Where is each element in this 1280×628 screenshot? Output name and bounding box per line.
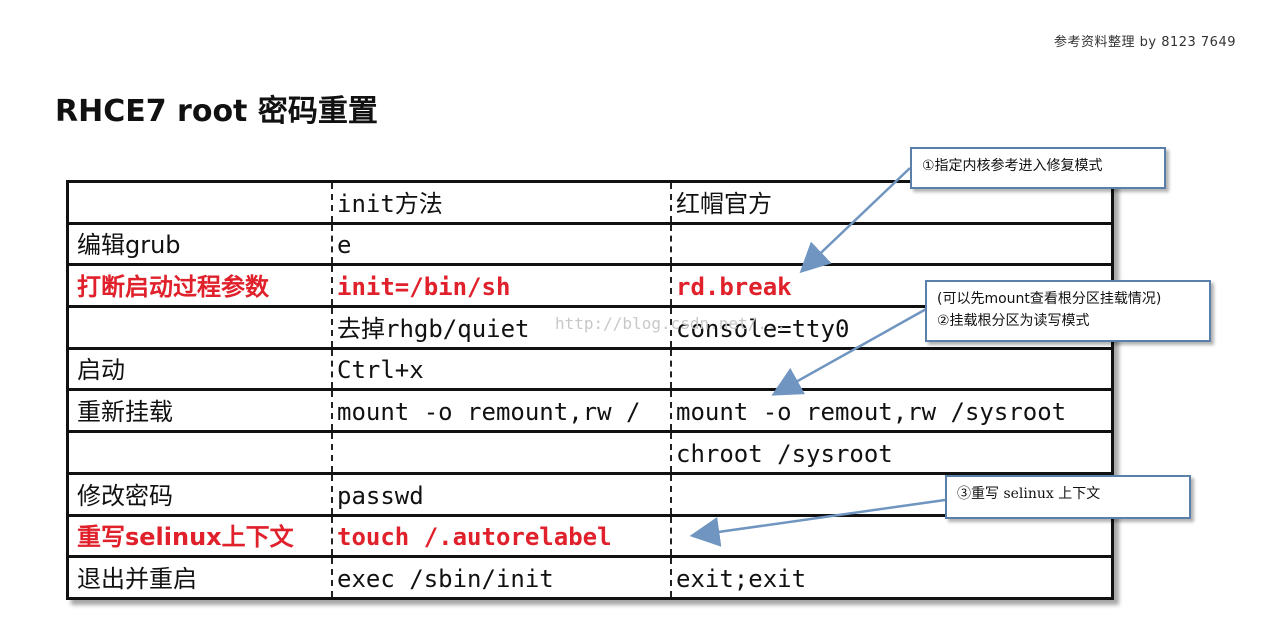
table-row: chroot /sysroot [69, 430, 1111, 474]
callout-3: ③重写 selinux 上下文 [945, 475, 1191, 519]
table-cell: 去掉rhgb/quiet [331, 305, 671, 349]
table-cell [670, 513, 1111, 557]
table-cell: 打断启动过程参数 [69, 263, 332, 307]
table-cell: mount -o remout,rw /sysroot [670, 388, 1111, 432]
table-cell: e [331, 221, 671, 265]
table-cell: mount -o remount,rw / [331, 388, 671, 432]
callout-1: ①指定内核参考进入修复模式 [910, 147, 1166, 189]
header-note: 参考资料整理 by 8123 7649 [1053, 35, 1236, 50]
table-cell [69, 305, 332, 349]
table-row: init方法红帽官方 [69, 183, 1111, 224]
callout-1-text: ①指定内核参考进入修复模式 [922, 158, 1103, 174]
callout-2-line1: (可以先mount查看根分区挂载情况) [937, 291, 1162, 307]
arrow-2 [771, 306, 929, 396]
table-cell: 修改密码 [69, 471, 332, 516]
table-cell [69, 430, 332, 474]
table-cell [670, 346, 1111, 390]
table-cell: 启动 [69, 346, 332, 390]
table-cell: 退出并重启 [69, 555, 332, 597]
arrow-1 [799, 167, 911, 274]
table-cell [670, 221, 1111, 265]
table-cell: 编辑grub [69, 221, 332, 265]
callout-2-line2: ②挂载根分区为读写模式 [937, 313, 1090, 329]
table-cell: exit;exit [670, 555, 1111, 597]
page-title: RHCE7 root 密码重置 [55, 94, 378, 129]
arrow-3 [689, 498, 946, 547]
table-cell [331, 430, 671, 474]
callout-2: (可以先mount查看根分区挂载情况) ②挂载根分区为读写模式 [925, 280, 1211, 342]
callout-3-text: ③重写 selinux 上下文 [957, 486, 1101, 502]
table-cell: Ctrl+x [331, 346, 671, 390]
table-cell: chroot /sysroot [670, 430, 1111, 474]
table-cell: 红帽官方 [670, 183, 1111, 224]
table-cell: init方法 [331, 183, 671, 224]
table-cell: 重新挂载 [69, 388, 332, 432]
table-cell: passwd [331, 471, 671, 516]
table-cell: 重写selinux上下文 [69, 513, 332, 557]
table-cell: init=/bin/sh [331, 263, 671, 307]
table-cell: exec /sbin/init [331, 555, 671, 597]
table-cell: touch /.autorelabel [331, 513, 671, 557]
